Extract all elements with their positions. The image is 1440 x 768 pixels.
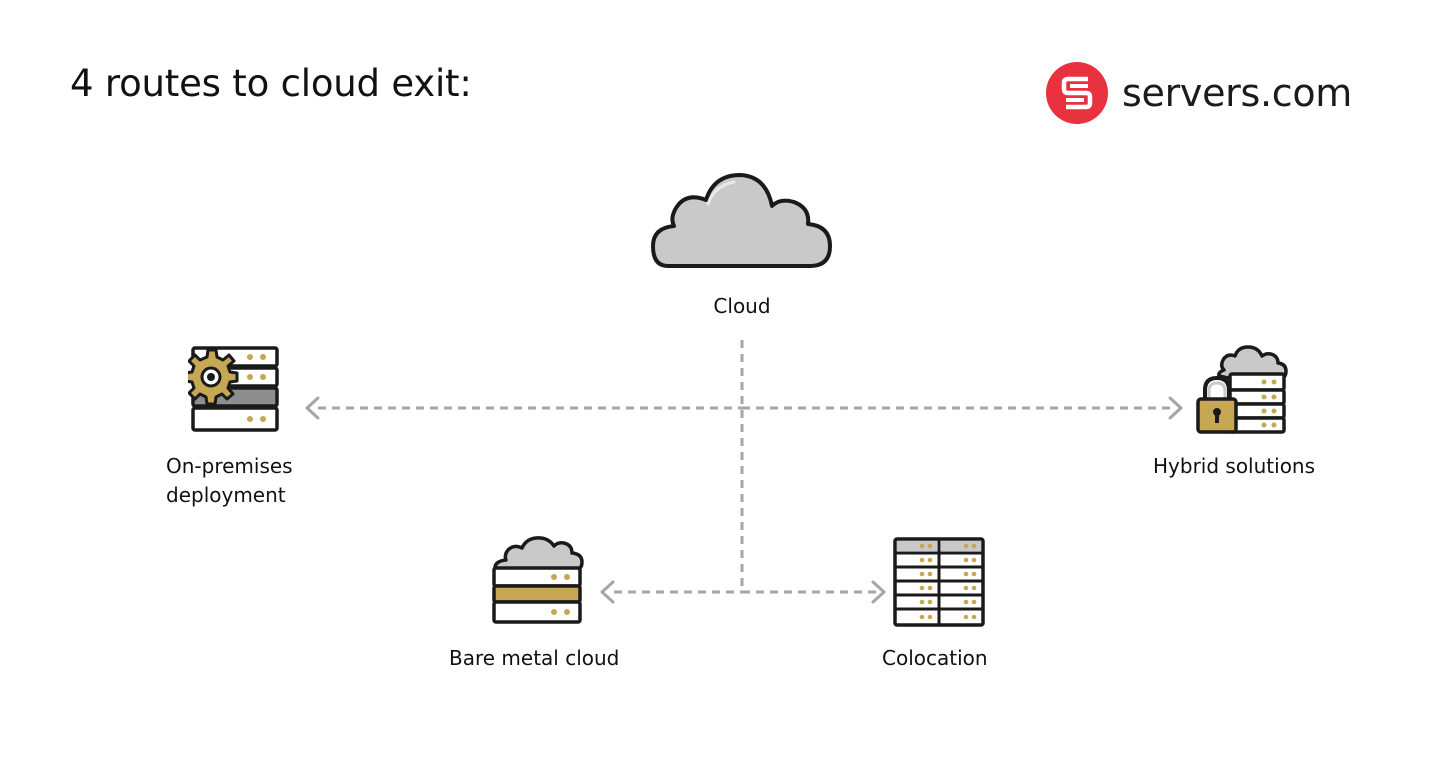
cloud-icon [651,173,832,268]
page-title: 4 routes to cloud exit: [70,62,472,105]
node-label-hybrid: Hybrid solutions [1153,454,1316,478]
node-label-onprem: On-premises deployment [166,454,293,507]
servers-com-logo-icon [1046,62,1108,124]
arrowhead-bare [600,580,615,604]
arrowhead-hybrid [1168,396,1183,420]
server-rack-icon [893,537,985,627]
arrowhead-onprem [305,396,320,420]
server-lock-cloud-icon [1196,345,1288,434]
brand-name: servers.com [1122,71,1353,115]
arrowhead-coloc [871,580,886,604]
node-label-bare-metal: Bare metal cloud [449,646,620,670]
node-label-cloud: Cloud [713,294,771,318]
brand: servers.com [1046,62,1352,124]
server-with-gear-icon [188,346,279,432]
server-cloud-icon [492,536,584,624]
node-label-colocation: Colocation [882,646,988,670]
